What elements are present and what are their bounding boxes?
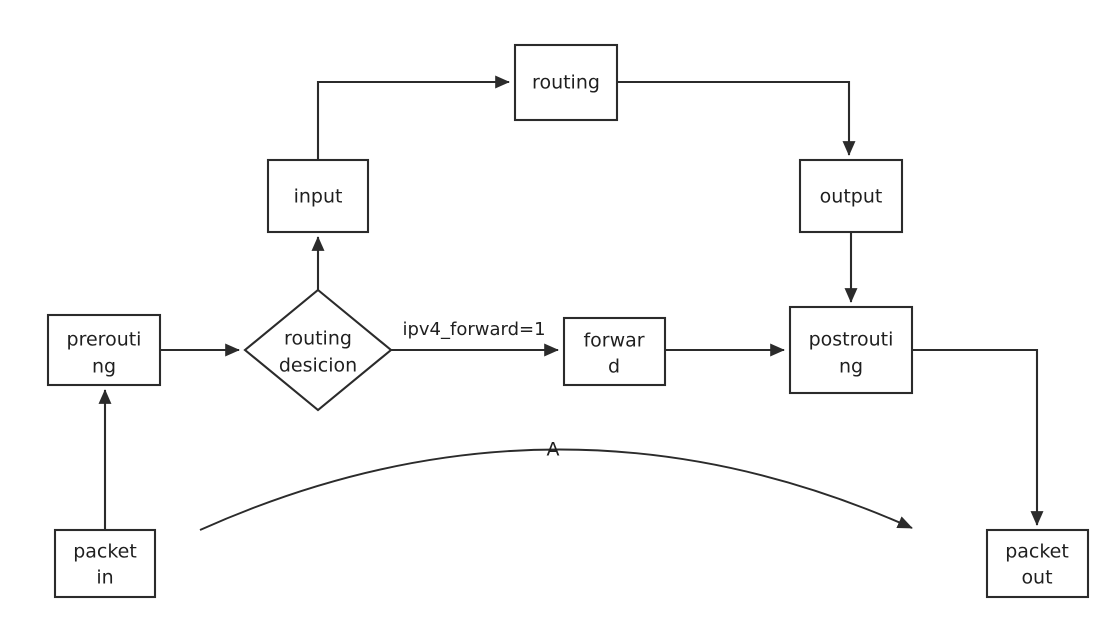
- packet-in-label-line1: packet: [73, 541, 137, 563]
- edge-routing-to-output: [617, 80, 856, 156]
- prerouting-label-line1: prerouti: [67, 329, 142, 351]
- input-box[interactable]: [266, 158, 370, 234]
- input-label: input: [294, 186, 343, 208]
- node-packet-out[interactable]: packet out: [985, 528, 1090, 599]
- node-packet-in[interactable]: packet in: [53, 528, 157, 599]
- edge-label-ipv4-forward: ipv4_forward=1: [402, 319, 545, 340]
- node-input[interactable]: input: [266, 158, 370, 234]
- forward-label-line2: d: [608, 356, 620, 378]
- packet-out-label-line2: out: [1021, 567, 1052, 589]
- edge-label-curve-a: A: [547, 439, 560, 461]
- edge-input-to-routing: [316, 75, 510, 160]
- postrouting-label-line2: ng: [839, 356, 863, 378]
- node-prerouting[interactable]: prerouti ng: [46, 313, 162, 387]
- node-routing-decision[interactable]: routing desicion: [243, 288, 393, 412]
- forward-box[interactable]: [562, 316, 667, 387]
- routing-decision-label-line2: desicion: [279, 355, 357, 377]
- routing-decision-diamond[interactable]: [243, 288, 393, 412]
- node-forward[interactable]: forwar d: [562, 316, 667, 387]
- postrouting-label-line1: postrouti: [809, 329, 894, 351]
- postrouting-box[interactable]: [788, 305, 914, 395]
- packet-out-box[interactable]: [985, 528, 1090, 599]
- forward-label-line1: forwar: [583, 330, 644, 352]
- node-postrouting[interactable]: postrouti ng: [788, 305, 914, 395]
- packet-out-label-line1: packet: [1005, 541, 1069, 563]
- routing-label: routing: [532, 72, 600, 94]
- routing-decision-label-line1: routing: [284, 328, 352, 350]
- prerouting-label-line2: ng: [92, 356, 116, 378]
- prerouting-box[interactable]: [46, 313, 162, 387]
- edge-postrouting-to-packet-out: [912, 348, 1044, 526]
- edge-curve-a: [199, 448, 913, 531]
- packet-in-label-line2: in: [96, 567, 113, 589]
- routing-box[interactable]: [513, 43, 619, 122]
- node-routing[interactable]: routing: [513, 43, 619, 122]
- output-label: output: [820, 186, 883, 208]
- output-box[interactable]: [798, 158, 904, 234]
- node-output[interactable]: output: [798, 158, 904, 234]
- packet-in-box[interactable]: [53, 528, 157, 599]
